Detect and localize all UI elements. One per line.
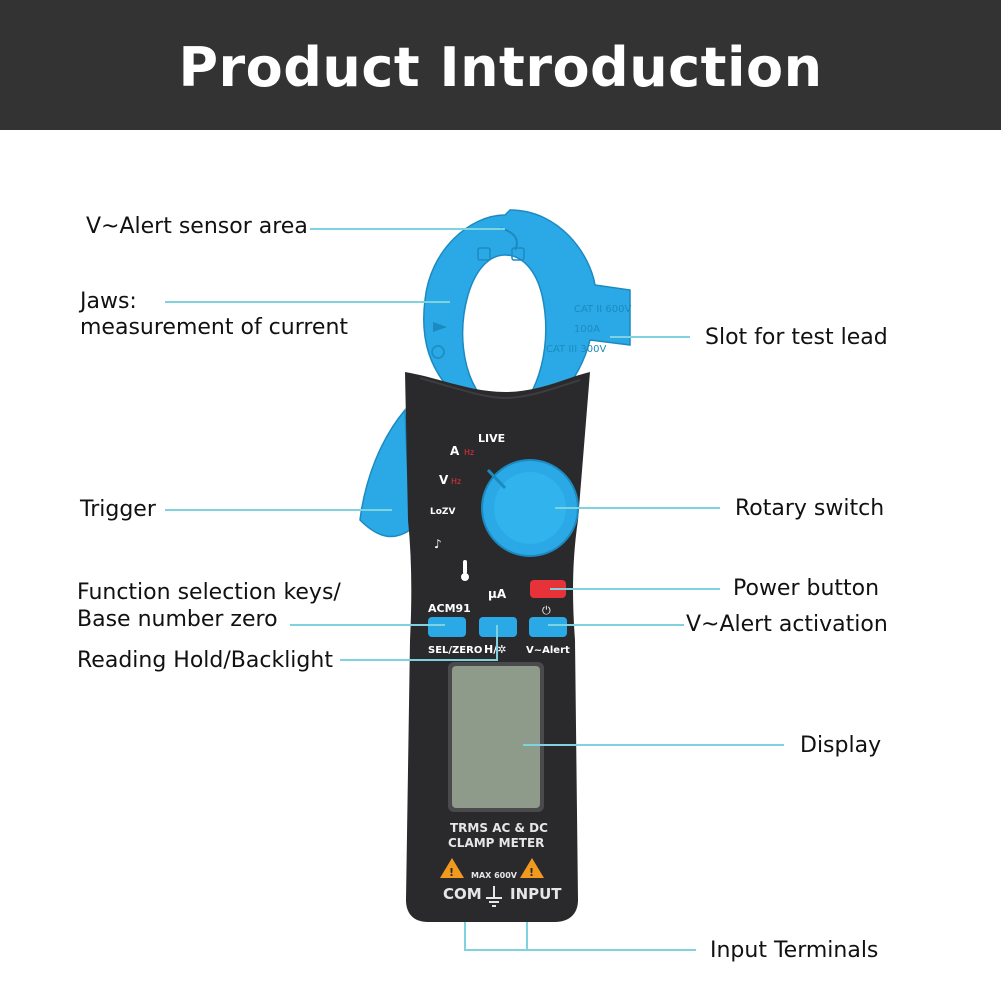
callout-trigger: Trigger xyxy=(80,497,156,522)
header-bar: Product Introduction xyxy=(0,0,1001,130)
callout-function-keys-2: Base number zero xyxy=(77,607,278,632)
com-terminal-label: COM xyxy=(443,885,482,903)
jaws xyxy=(423,209,631,396)
front-line-1: TRMS AC & DC xyxy=(450,821,548,835)
ground-icon xyxy=(486,886,502,907)
jaw-marking-2: 100A xyxy=(574,324,600,335)
model-label: ACM91 xyxy=(428,602,471,615)
sel-zero-button[interactable] xyxy=(428,617,466,637)
mode-hz-2: Hz xyxy=(451,477,461,486)
live-label: LIVE xyxy=(478,432,505,445)
callout-jaws-desc: measurement of current xyxy=(80,315,349,340)
ua-symbol: μA xyxy=(488,587,507,601)
callout-reading-hold: Reading Hold/Backlight xyxy=(77,648,333,673)
callout-rotary-switch: Rotary switch xyxy=(735,496,885,521)
callout-slot-test-lead: Slot for test lead xyxy=(705,325,888,350)
hold-label: H/✲ xyxy=(484,643,506,656)
callout-display: Display xyxy=(800,733,882,758)
warning-icon-left xyxy=(440,858,464,878)
callout-jaws-title: Jaws: xyxy=(80,289,137,314)
callout-power-button: Power button xyxy=(733,576,880,601)
callout-lines xyxy=(165,228,784,951)
callout-input-terminals: Input Terminals xyxy=(710,938,879,963)
callout-v-alert-sensor: V~Alert sensor area xyxy=(86,214,308,239)
front-line-2: CLAMP METER xyxy=(448,836,544,850)
v-alert-button[interactable] xyxy=(529,617,567,637)
mode-lozv: LoZV xyxy=(430,507,455,517)
display-screen xyxy=(452,666,540,808)
svg-text:!: ! xyxy=(449,866,454,879)
trigger[interactable] xyxy=(359,408,411,538)
mode-v: V xyxy=(439,473,449,487)
callout-v-alert-activation: V~Alert activation xyxy=(686,612,888,637)
mode-a: A xyxy=(450,444,460,458)
sel-zero-label: SEL/ZERO xyxy=(428,645,482,656)
page-title: Product Introduction xyxy=(178,36,823,99)
power-icon: ⏻ xyxy=(542,604,551,617)
power-button[interactable] xyxy=(530,580,566,598)
callout-function-keys-1: Function selection keys/ xyxy=(77,580,341,605)
jaw-marking-1: CAT II 600V xyxy=(574,304,631,315)
input-terminal-label: INPUT xyxy=(510,885,562,903)
svg-text:!: ! xyxy=(529,866,534,879)
thermometer-icon xyxy=(463,560,467,574)
max-voltage-label: MAX 600V xyxy=(471,871,518,880)
v-alert-label: V~Alert xyxy=(526,645,570,656)
jaw-marking-3: CAT III 300V xyxy=(546,344,606,355)
continuity-icon: ♪ xyxy=(434,537,442,551)
mode-hz-1: Hz xyxy=(464,448,474,457)
warning-icon-right xyxy=(520,858,544,878)
